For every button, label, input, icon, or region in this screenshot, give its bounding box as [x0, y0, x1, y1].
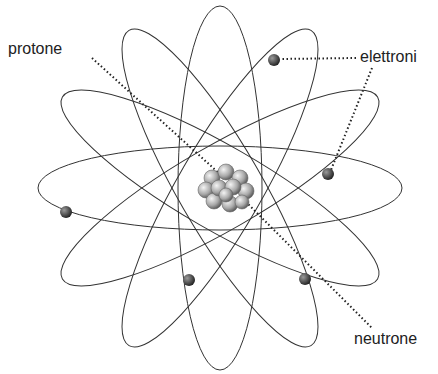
part-label: protone	[6, 40, 64, 58]
part-label: elettroni	[358, 48, 419, 66]
part-label: neutrone	[352, 330, 419, 348]
orbits	[38, 6, 402, 370]
leader-lines	[92, 58, 372, 328]
electrons	[60, 54, 334, 286]
nucleus	[198, 164, 254, 212]
